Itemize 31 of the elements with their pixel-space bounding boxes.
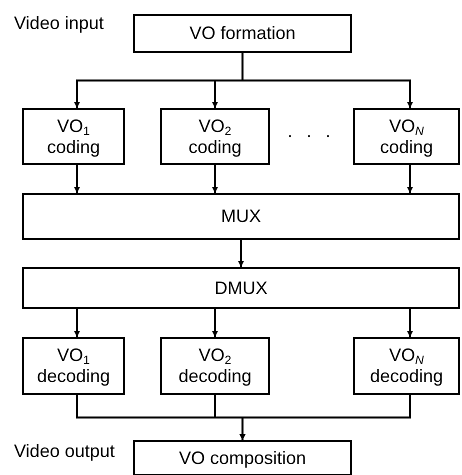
- box-label: VO formation: [189, 23, 296, 44]
- process-box: [22, 267, 460, 309]
- box-label: VO$_{N}$ coding: [380, 116, 434, 158]
- arrow: [238, 240, 244, 267]
- box-label: MUX: [221, 206, 261, 227]
- box-label: VO$_{2}$ coding: [188, 116, 242, 158]
- process-box: [160, 108, 270, 165]
- process-box: [133, 440, 352, 475]
- arrow: [240, 395, 411, 440]
- process-box: [133, 14, 352, 53]
- box-label: DMUX: [214, 278, 268, 298]
- arrow: [74, 165, 80, 193]
- side-label: Video input: [14, 13, 104, 34]
- arrow: [74, 309, 80, 337]
- process-box: [160, 337, 270, 395]
- process-box: [22, 337, 125, 395]
- arrow: [407, 309, 413, 337]
- box-label: VO$_{1}$ coding: [46, 116, 100, 158]
- box-label: VO$_{1}$ decoding: [36, 345, 110, 387]
- box-label: VO$_{2}$ decoding: [178, 345, 252, 387]
- process-box: [353, 108, 460, 165]
- process-box: [22, 193, 460, 240]
- arrow: [407, 165, 413, 193]
- arrow: [212, 309, 218, 337]
- process-box: [353, 337, 460, 395]
- ellipsis-label: · · ·: [287, 125, 335, 146]
- box-label: VO$_{N}$ decoding: [370, 345, 444, 387]
- side-label: Video output: [14, 441, 115, 462]
- process-box: [22, 108, 125, 165]
- box-label: VO composition: [178, 448, 306, 468]
- arrow: [212, 165, 218, 193]
